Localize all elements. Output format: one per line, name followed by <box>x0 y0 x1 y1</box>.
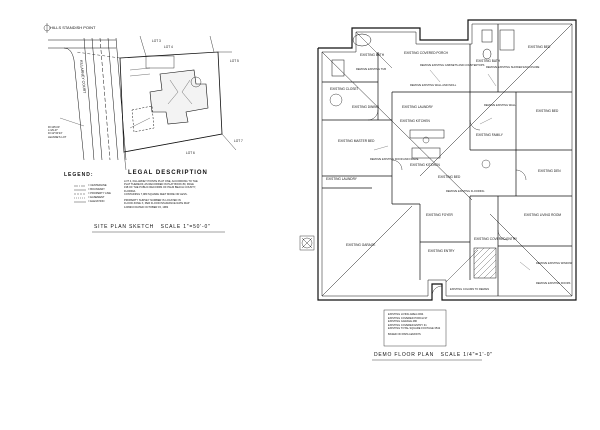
site-plan-title: SITE PLAN SKETCH <box>94 224 155 230</box>
room-label: EXISTING BATH <box>360 53 385 57</box>
room-label: EXISTING COVERED ENTRY <box>474 237 518 241</box>
room-label: EXISTING BED <box>528 45 551 49</box>
room-label: EXISTING BED <box>438 175 461 179</box>
demo-note: REMOVE EXISTING DOOR AND FRAME <box>370 158 419 161</box>
room-label: EXISTING COVERED PORCH <box>404 51 448 55</box>
demo-note: REMOVE EXISTING SHOWER ENCLOSURE <box>486 66 540 69</box>
room-label: EXISTING KITCHEN <box>410 163 440 167</box>
room-label: EXISTING BED <box>536 109 559 113</box>
legend-box <box>74 185 86 203</box>
legal-line: PROPERTY SURVEY NUMBER IS LOCATED IN <box>124 199 181 203</box>
demo-note: REMOVE EXISTING WINDOW <box>536 262 573 265</box>
demo-note: EXISTING COLUMN TO REMAIN <box>450 288 490 291</box>
legend-item: = EASEMENT <box>88 196 105 199</box>
room-label: EXISTING BATH <box>476 59 501 63</box>
legal-description-title: LEGAL DESCRIPTION <box>128 170 208 176</box>
legal-line: FLORIDA. <box>124 189 136 193</box>
demo-note: REMOVE EXISTING DOORS <box>536 282 571 285</box>
area-summary: EXISTING LIVING AREA 2934 EXISTING COVER… <box>388 313 440 337</box>
area-line: EXISTING GARAGE 480 <box>388 320 417 324</box>
floor-plan-scale: SCALE 1/4"=1'-0" <box>440 352 493 358</box>
legal-line: CONTAINING 7,980 SQUARE FEET MORE OR LES… <box>124 192 188 196</box>
area-line: EXISTING COVERED ENTRY 31 <box>388 323 427 327</box>
demo-note: REMOVE EXISTING CABINETS AND COUNTERTOPS <box>420 64 485 67</box>
curve-note-line: D=12°30'24" <box>48 132 63 136</box>
lot-label: LOT 5 <box>230 59 239 63</box>
legal-line: 12099C0 DATED OCTOBER 15, 1982 <box>124 205 169 209</box>
lot-label: LOT 7 <box>234 139 243 143</box>
legend-item: = PROPERTY LINE <box>88 192 111 195</box>
area-summary-box <box>383 309 447 347</box>
lot-label: LOT 4 <box>164 45 173 49</box>
demo-note: REMOVE EXISTING WALL <box>484 104 516 107</box>
room-label: EXISTING DINING <box>352 105 379 109</box>
curve-note-line: R=135.00' <box>48 126 60 129</box>
ac-unit-symbol <box>299 235 315 251</box>
lot-label: LOT 3 <box>152 39 161 43</box>
legend-item: = ELEVATION <box>88 200 105 203</box>
floor-plan-drawing <box>317 19 577 301</box>
room-label: EXISTING FOYER <box>426 213 453 217</box>
entry-hatch <box>473 247 497 279</box>
area-line: EXISTING TOTAL SQUARE FOOTAGE 3542 <box>388 327 441 331</box>
legend-title: LEGEND: <box>64 172 94 178</box>
site-plan-drawing <box>43 23 237 171</box>
site-plan-scale: SCALE 1"=50'-0" <box>160 224 211 230</box>
room-label: EXISTING ENTRY <box>428 249 455 253</box>
floor-plan-title: DEMO FLOOR PLAN <box>374 352 435 358</box>
demo-note: REMOVE EXISTING FLOORING <box>446 190 485 193</box>
curve-note-line: L=29.47' <box>48 129 58 133</box>
curve-note-line: LEANNE'S LOT <box>48 135 67 139</box>
legal-line: PLAT THEREOF, AS RECORDED IN PLAT BOOK 8… <box>124 183 194 187</box>
legal-line: FLOOD ZONE X, PER FLOOD INSURANCE RATE M… <box>124 202 190 206</box>
room-label: EXISTING DEN <box>538 169 561 173</box>
demo-note: REMOVE EXISTING TUB <box>356 68 386 71</box>
room-label: EXISTING MASTER BED <box>338 139 375 143</box>
room-label: EXISTING FAMILY <box>476 133 503 137</box>
area-line: EXISTING COVERED PORCH 97 <box>388 316 428 320</box>
street-name-top: HILLS STANDISH POINT <box>50 25 96 30</box>
demo-note: REMOVE EXISTING WALL AND INFILL <box>410 84 457 87</box>
room-label: EXISTING LAUNDRY <box>326 177 357 181</box>
area-line: EXISTING LIVING AREA 2934 <box>388 313 424 316</box>
room-label: EXISTING CLOSET <box>330 87 359 91</box>
room-label: EXISTING LAUNDRY <box>402 105 433 109</box>
room-label: EXISTING GARAGE <box>346 243 376 247</box>
legal-line: LOT 4, KILLARNEY POINTE PLAT ONE, ACCORD… <box>124 180 198 183</box>
curve-note: R=135.00' L=29.47' D=12°30'24" LEANNE'S … <box>48 126 66 139</box>
site-plan-caption: SITE PLAN SKETCH SCALE 1"=50'-0" <box>94 224 211 230</box>
lot-label: LOT 6 <box>186 151 195 155</box>
room-label: EXISTING LIVING ROOM <box>524 213 562 217</box>
room-label: EXISTING KITCHEN <box>400 119 430 123</box>
legal-line: 198 OF THE PUBLIC RECORDS OF PALM BEACH … <box>124 186 196 190</box>
legend-item: = BOUNDARY <box>88 188 105 191</box>
legal-description-text: LOT 4, KILLARNEY POINTE PLAT ONE, ACCORD… <box>124 180 198 209</box>
area-note: BASED ON PAPA LEMON'S <box>388 332 421 336</box>
legend-item: = CENTERLINE <box>88 184 107 187</box>
floor-plan-caption: DEMO FLOOR PLAN SCALE 1/4"=1'-0" <box>374 352 493 358</box>
legend-list: = CENTERLINE = BOUNDARY = PROPERTY LINE … <box>88 184 111 204</box>
